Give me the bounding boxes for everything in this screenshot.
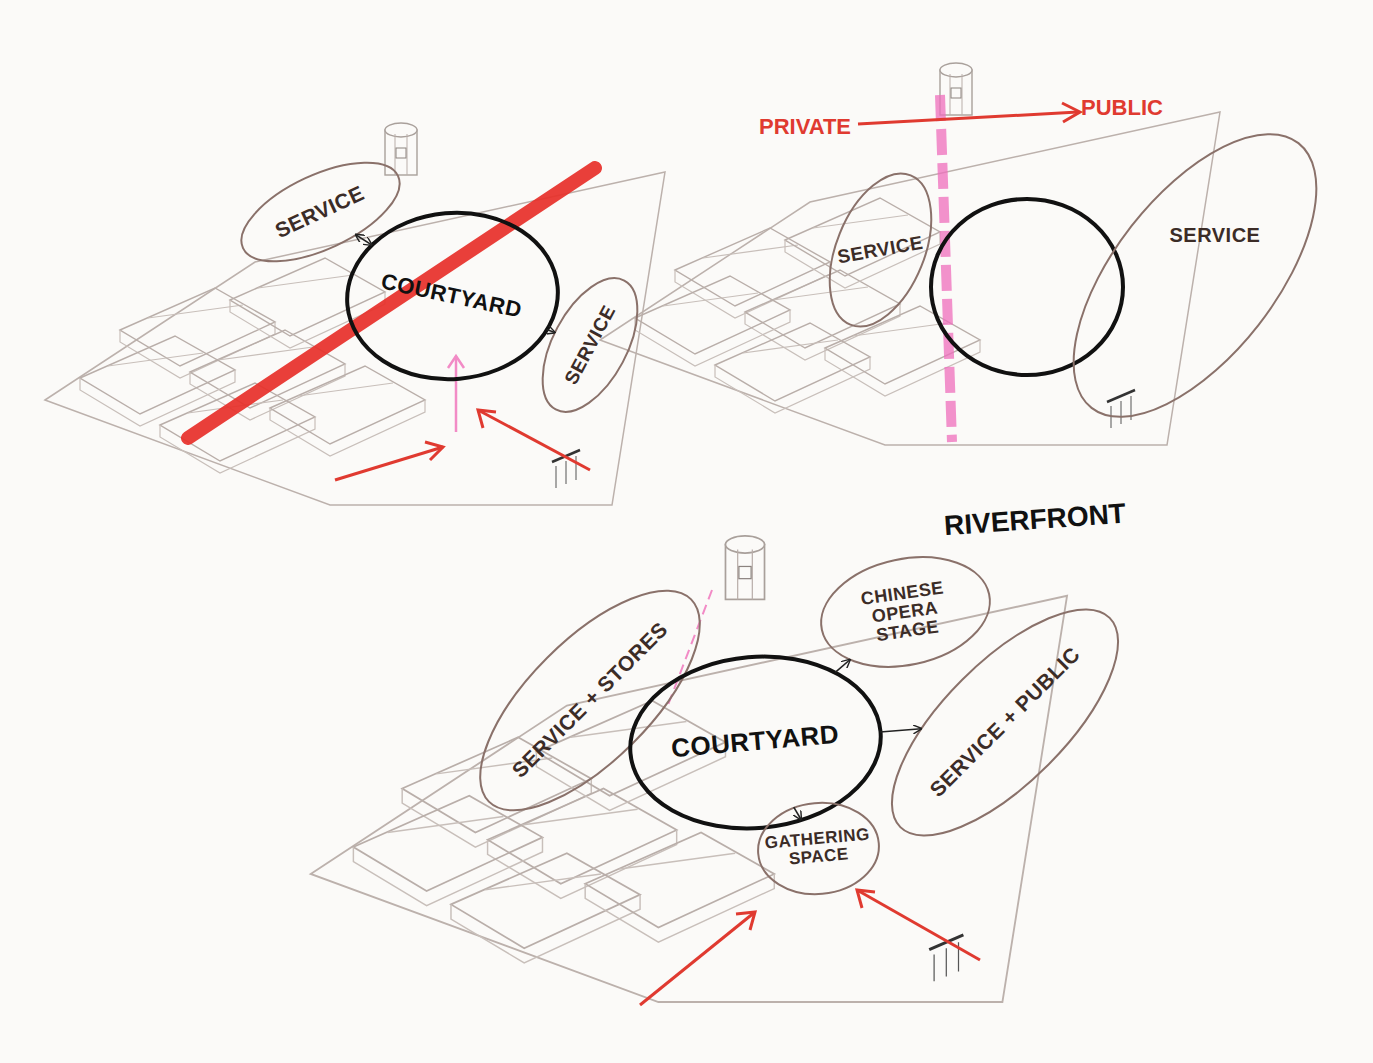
zone-text-box: GATHERING SPACE [756, 801, 881, 896]
entry-arrow [335, 447, 443, 480]
oval-stroke [227, 142, 413, 281]
entry-arrow [736, 912, 755, 930]
entry-axis [448, 356, 464, 368]
site-plan [45, 123, 665, 505]
oval-stroke [810, 542, 999, 681]
axis-band [188, 168, 595, 438]
privacy-divide [668, 590, 712, 705]
entry-axis [455, 356, 458, 432]
zone-label: CHINESE OPERA STAGE [837, 575, 974, 649]
annotation-label: PRIVATE [759, 114, 851, 140]
zone-oval: SERVICE [1025, 193, 1365, 358]
zone-oval: SERVICE [515, 306, 665, 384]
entry-arrow [478, 410, 590, 470]
zone-label: SERVICE [272, 182, 368, 242]
entry-arrow [857, 890, 875, 908]
zone-label: SERVICE + PUBLIC [926, 643, 1084, 801]
entry-arrow [478, 410, 496, 428]
oval-stroke [1028, 93, 1362, 457]
courtyard-circle: COURTYARD [345, 211, 560, 381]
entry-arrow [425, 442, 443, 460]
oval-stroke [340, 204, 565, 388]
relation-arrow [880, 729, 921, 732]
zone-label: COURTYARD [670, 721, 840, 763]
zone-oval: GATHERING SPACE [756, 801, 881, 896]
zone-label: SERVICE [1170, 225, 1261, 246]
relation-arrow [794, 807, 801, 819]
oval-stroke [858, 575, 1153, 870]
relation-arrow [835, 660, 850, 673]
annotation-label: PUBLIC [1081, 95, 1163, 121]
zone-label: SERVICE [561, 302, 619, 388]
zone-text-box: SERVICE [1025, 193, 1365, 358]
entry-arrow [640, 912, 755, 1005]
zone-oval: SERVICE [798, 204, 963, 296]
oval-outline [1025, 193, 1365, 358]
oval-stroke [523, 263, 657, 427]
zone-label: SERVICE [836, 233, 925, 268]
gradient-arrow [858, 112, 1078, 124]
zone-text-box: COURTYARD [345, 211, 560, 381]
zone-text-box: SERVICE [798, 204, 963, 296]
zone-text-box: SERVICE + PUBLIC [855, 660, 1155, 785]
zone-oval: SERVICE [233, 173, 408, 251]
zone-label: GATHERING SPACE [762, 825, 875, 870]
zone-oval: CHINESE OPERA STAGE [818, 557, 993, 667]
zone-text-box: COURTYARD [628, 655, 883, 830]
oval-stroke [446, 556, 734, 844]
oval-stroke [754, 797, 882, 898]
site-plan [600, 63, 1220, 445]
entry-arrow [857, 890, 980, 960]
zone-text-box: SERVICE [233, 173, 408, 251]
gradient-arrow [1062, 103, 1080, 122]
zone-text-box: SERVICE [515, 306, 665, 384]
oval-stroke [809, 159, 951, 341]
zone-text-box: CHINESE OPERA STAGE [818, 557, 993, 667]
zone-label: SERVICE + STORES [508, 618, 672, 782]
privacy-divide [940, 95, 952, 442]
annotation-label: RIVERFRONT [943, 498, 1127, 543]
zone-oval: SERVICE + PUBLIC [855, 660, 1155, 785]
oval-stroke [623, 646, 888, 838]
relation-arrow [356, 235, 372, 245]
zone-label: COURTYARD [380, 270, 525, 322]
courtyard-circle: COURTYARD [628, 655, 883, 830]
